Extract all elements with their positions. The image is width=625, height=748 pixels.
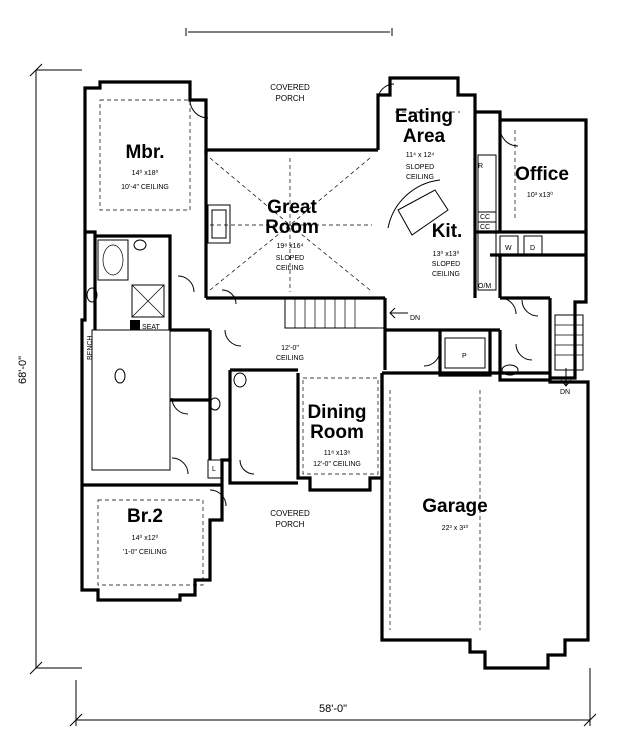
great-room-name-2: Room [265,217,319,238]
garage-name: Garage [422,496,487,517]
foyer-ceiling-2: CEILING [276,355,304,362]
kitchen-ceiling-2: CEILING [432,271,460,278]
interior-walls [82,120,586,487]
kitchen-name: Kit. [432,221,463,242]
oven-micro-label: O/M [478,283,491,290]
height-dimension-label: 68'-0" [17,356,29,384]
room-label-mbr: Mbr. 14⁰ x18⁰ 10'-4" CEILING [121,142,169,191]
fixtures [86,154,543,479]
dining-ceiling: 12'-0" CEILING [313,461,361,468]
room-label-dining: Dining Room 11⁸ x13⁸ 12'-0" CEILING [307,402,366,468]
room-label-br2: Br.2 14⁰ x12⁰ '1-0" CEILING [123,506,167,556]
br2-name: Br.2 [127,506,163,527]
dn-stair-label: DN [410,315,420,322]
br2-size: 14⁰ x12⁰ [132,534,159,542]
cc2-label: CC [480,224,490,231]
kitchen-ceiling-1: SLOPED [432,261,460,268]
kitchen-size: 13⁰ x13⁰ [433,250,460,258]
eating-area-ceiling-2: CEILING [406,174,434,181]
great-room-size: 19⁸ x16⁴ [277,243,304,250]
room-label-great-room: Great Room 19⁸ x16⁴ SLOPED CEILING [265,197,319,272]
great-room-ceiling-2: CEILING [276,265,304,272]
porch-front-line2: PORCH [276,520,305,529]
office-name: Office [515,164,569,185]
pantry-label: P [462,353,467,360]
foyer-ceiling-1: 12'-0" [281,345,299,352]
dimension-lines [29,28,597,727]
stairs [284,297,584,387]
doors [171,83,539,507]
washer-label: W [505,245,512,252]
mbr-size: 14⁰ x18⁰ [132,169,159,177]
bench-label: BENCH [87,335,94,360]
great-room-ceiling-1: SLOPED [276,255,304,262]
mbr-name: Mbr. [125,142,164,163]
dryer-label: D [530,245,535,252]
small-labels: SEAT BENCH DN DN R O/M W D P L CC CC [87,163,570,473]
porch-rear-line2: PORCH [276,94,305,103]
linen-label: L [212,466,216,473]
room-label-eating-area: Eating Area 11⁴ x 12⁴ SLOPED CEILING [395,106,453,181]
porch-front-line1: COVERED [270,509,310,518]
garage-size: 22³ x 3¹⁰ [442,524,469,532]
room-label-porch-rear: COVERED PORCH [270,83,310,103]
room-label-foyer: 12'-0" CEILING [276,345,304,362]
great-room-name-1: Great [267,197,317,218]
eating-area-name-2: Area [403,126,446,147]
dining-name-1: Dining [307,402,366,423]
room-label-porch-front: COVERED PORCH [270,509,310,529]
eating-area-size: 11⁴ x 12⁴ [406,152,434,159]
eating-area-name-1: Eating [395,106,453,127]
dining-name-2: Room [310,422,364,443]
dining-size: 11⁸ x13⁸ [324,450,350,457]
room-label-garage: Garage 22³ x 3¹⁰ [422,496,487,532]
mbr-ceiling: 10'-4" CEILING [121,184,169,191]
width-dimension-label: 58'-0" [319,703,347,715]
porch-rear-line1: COVERED [270,83,310,92]
office-size: 10³ x13⁰ [527,191,553,199]
eating-area-ceiling-1: SLOPED [406,164,434,171]
refrigerator-label: R [478,163,483,170]
cc1-label: CC [480,214,490,221]
dn-garage-label: DN [560,389,570,396]
br2-ceiling: '1-0" CEILING [123,549,167,556]
seat-label: SEAT [142,324,160,331]
room-label-office: Office 10³ x13⁰ [515,164,569,199]
room-label-kitchen: Kit. 13⁰ x13⁰ SLOPED CEILING [432,221,463,278]
ceiling-lines [97,99,516,630]
